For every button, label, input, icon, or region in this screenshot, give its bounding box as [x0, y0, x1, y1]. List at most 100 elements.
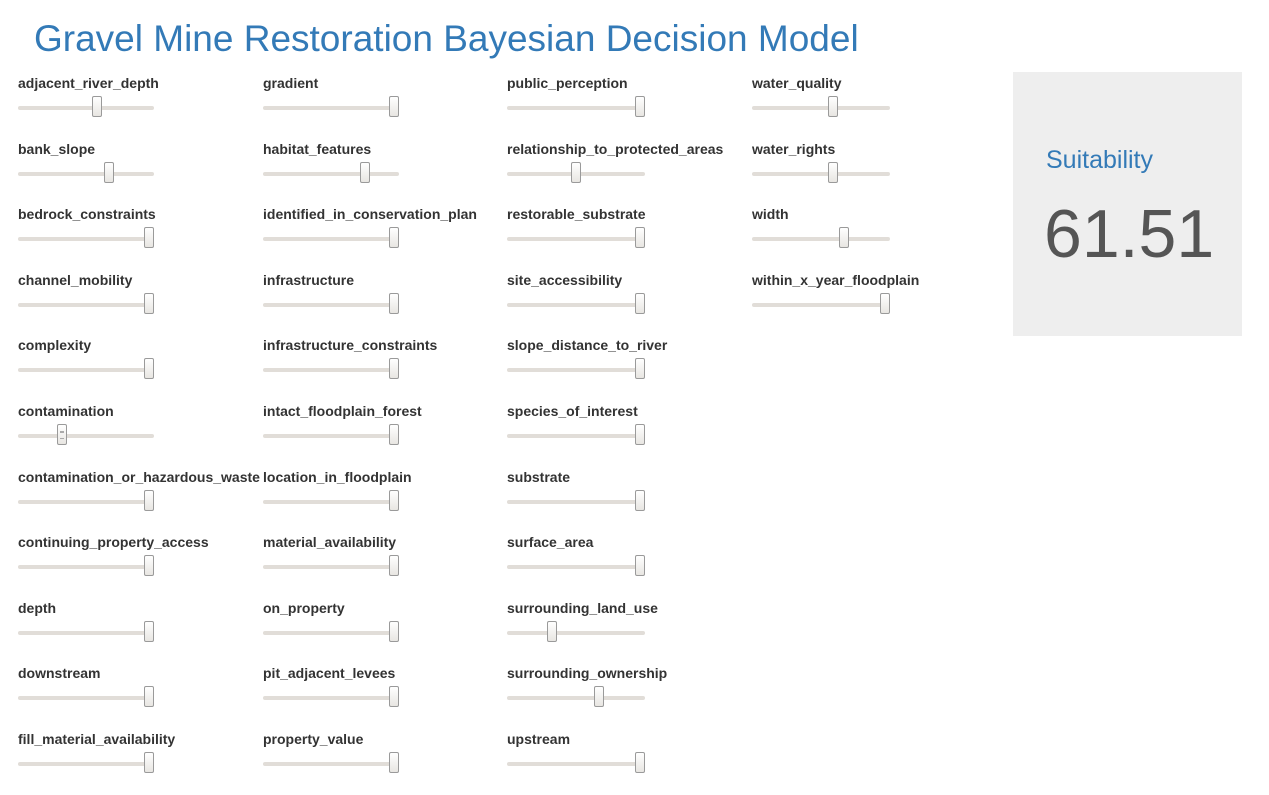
slider-track[interactable]	[507, 292, 645, 314]
slider-label: surface_area	[507, 534, 594, 551]
slider-label: substrate	[507, 468, 571, 485]
slider-gradient: gradient	[263, 74, 523, 140]
slider-track[interactable]	[263, 686, 399, 708]
slider-track[interactable]	[263, 620, 399, 642]
slider-handle[interactable]	[839, 227, 850, 249]
slider-handle[interactable]	[389, 227, 399, 249]
slider-track[interactable]	[18, 423, 154, 445]
slider-handle[interactable]	[594, 686, 605, 708]
slider-handle[interactable]	[635, 358, 645, 380]
slider-pit-adjacent-levees: pit_adjacent_levees	[263, 664, 523, 730]
slider-track[interactable]	[18, 751, 154, 773]
slider-handle-grip-icon[interactable]	[57, 423, 68, 445]
slider-handle[interactable]	[635, 489, 645, 511]
slider-label: intact_floodplain_forest	[263, 402, 422, 419]
slider-handle[interactable]	[827, 161, 838, 183]
slider-label: surrounding_land_use	[507, 599, 658, 616]
slider-species-of-interest: species_of_interest	[507, 402, 767, 468]
slider-track[interactable]	[18, 96, 154, 117]
slider-public-perception: public_perception	[507, 74, 767, 140]
slider-surrounding-ownership: surrounding_ownership	[507, 664, 767, 730]
slider-identified-in-conservation-plan: identified_in_conservation_plan	[263, 205, 523, 271]
slider-track[interactable]	[507, 227, 645, 249]
suitability-label: Suitability	[1046, 146, 1153, 174]
slider-track[interactable]	[752, 96, 890, 117]
slider-handle[interactable]	[880, 292, 890, 314]
slider-track[interactable]	[507, 489, 645, 511]
slider-handle[interactable]	[389, 489, 399, 511]
slider-label: surrounding_ownership	[507, 665, 668, 682]
slider-track[interactable]	[263, 96, 399, 117]
slider-track[interactable]	[263, 489, 399, 511]
slider-handle[interactable]	[144, 620, 154, 642]
slider-downstream: downstream	[18, 664, 278, 730]
slider-handle[interactable]	[144, 358, 154, 380]
slider-handle[interactable]	[546, 620, 557, 642]
slider-track[interactable]	[507, 358, 645, 380]
slider-track[interactable]	[18, 489, 154, 511]
slider-handle[interactable]	[389, 358, 399, 380]
slider-track[interactable]	[18, 227, 154, 249]
slider-handle[interactable]	[360, 161, 371, 183]
slider-handle[interactable]	[103, 161, 114, 183]
slider-track[interactable]	[18, 555, 154, 577]
slider-intact-floodplain-forest: intact_floodplain_forest	[263, 402, 523, 468]
slider-handle[interactable]	[389, 751, 399, 773]
slider-label: upstream	[507, 730, 571, 747]
slider-handle[interactable]	[144, 751, 154, 773]
slider-track[interactable]	[507, 96, 645, 117]
slider-track[interactable]	[507, 751, 645, 773]
slider-track[interactable]	[263, 555, 399, 577]
slider-handle[interactable]	[389, 555, 399, 577]
slider-handle[interactable]	[635, 292, 645, 314]
slider-track[interactable]	[263, 161, 399, 183]
slider-handle[interactable]	[635, 227, 645, 249]
slider-handle[interactable]	[389, 423, 399, 445]
suitability-panel: Suitability 61.51	[1013, 72, 1242, 336]
slider-handle[interactable]	[144, 686, 154, 708]
slider-track[interactable]	[18, 358, 154, 380]
slider-label: slope_distance_to_river	[507, 337, 668, 354]
slider-handle[interactable]	[827, 96, 838, 117]
slider-label: downstream	[18, 665, 101, 682]
slider-track[interactable]	[263, 751, 399, 773]
slider-handle[interactable]	[635, 751, 645, 773]
slider-label: bank_slope	[18, 140, 96, 157]
slider-handle[interactable]	[635, 423, 645, 445]
slider-track[interactable]	[752, 227, 890, 249]
slider-track[interactable]	[507, 555, 645, 577]
slider-material-availability: material_availability	[263, 533, 523, 599]
slider-track[interactable]	[18, 292, 154, 314]
slider-label: channel_mobility	[18, 271, 133, 288]
slider-label: on_property	[263, 599, 345, 616]
slider-handle[interactable]	[389, 620, 399, 642]
slider-track[interactable]	[507, 620, 645, 642]
slider-handle[interactable]	[635, 555, 645, 577]
slider-handle[interactable]	[389, 292, 399, 314]
slider-track[interactable]	[752, 161, 890, 183]
slider-track[interactable]	[507, 423, 645, 445]
slider-track[interactable]	[263, 423, 399, 445]
slider-track[interactable]	[263, 292, 399, 314]
slider-handle[interactable]	[144, 292, 154, 314]
slider-track[interactable]	[263, 227, 399, 249]
slider-infrastructure: infrastructure	[263, 271, 523, 337]
slider-handle[interactable]	[92, 96, 103, 117]
slider-handle[interactable]	[571, 161, 581, 183]
slider-handle[interactable]	[635, 96, 645, 117]
slider-handle[interactable]	[144, 489, 154, 511]
slider-contamination: contamination	[18, 402, 278, 468]
slider-handle[interactable]	[144, 227, 154, 249]
slider-track[interactable]	[18, 620, 154, 642]
slider-handle[interactable]	[144, 555, 154, 577]
slider-handle[interactable]	[389, 686, 399, 708]
slider-surrounding-land-use: surrounding_land_use	[507, 599, 767, 665]
slider-track[interactable]	[507, 161, 645, 183]
slider-track[interactable]	[263, 358, 399, 380]
slider-track[interactable]	[18, 161, 154, 183]
slider-track[interactable]	[18, 686, 154, 708]
slider-handle[interactable]	[389, 96, 399, 117]
slider-track[interactable]	[507, 686, 645, 708]
slider-track[interactable]	[752, 292, 890, 314]
